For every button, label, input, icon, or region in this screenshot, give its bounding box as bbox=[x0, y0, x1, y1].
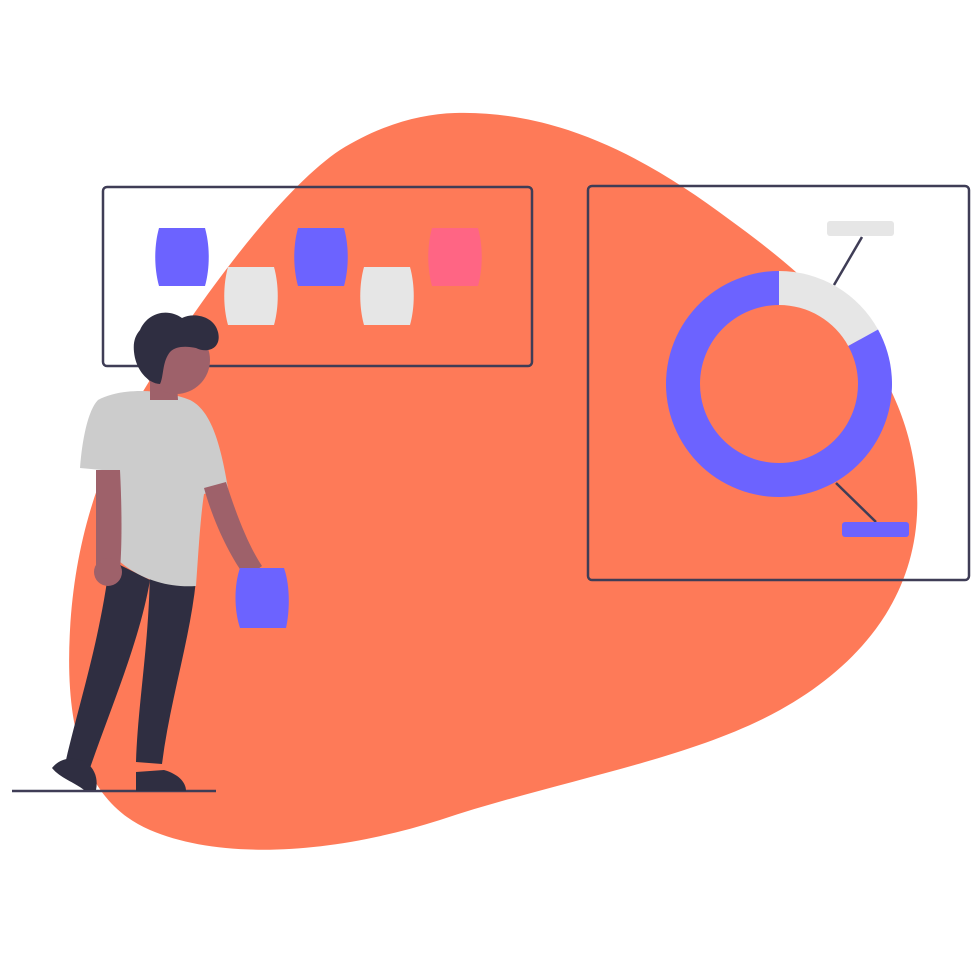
chart-leader-line-top bbox=[832, 236, 864, 286]
chart-leader-line-bottom bbox=[835, 482, 877, 523]
sticky-notes-group bbox=[155, 228, 482, 325]
donut-slice bbox=[779, 271, 879, 346]
chart-label-bar-bottom bbox=[842, 522, 909, 537]
held-sticky-note bbox=[235, 568, 289, 628]
donut-slice bbox=[666, 271, 893, 498]
person-leg-back bbox=[66, 560, 150, 768]
sticky-note-icon bbox=[224, 267, 278, 325]
chart-panel bbox=[586, 184, 971, 582]
person-leg-front bbox=[136, 560, 196, 764]
person-hair bbox=[133, 312, 219, 384]
person-shoe-back bbox=[52, 758, 97, 790]
person-shoe-front bbox=[136, 770, 186, 791]
person-arm-back bbox=[96, 470, 122, 581]
background-blob bbox=[69, 112, 918, 850]
donut-chart-icon bbox=[666, 271, 893, 498]
person-hand-back bbox=[94, 558, 122, 586]
chart-label-bar-top bbox=[827, 221, 894, 236]
person-arm-front bbox=[204, 482, 262, 578]
sticky-note-icon bbox=[360, 267, 414, 325]
sticky-note-icon bbox=[294, 228, 348, 286]
person-illustration bbox=[52, 312, 289, 791]
sticky-note-icon bbox=[155, 228, 209, 286]
sticky-board bbox=[101, 185, 534, 368]
sticky-note-icon bbox=[428, 228, 482, 286]
